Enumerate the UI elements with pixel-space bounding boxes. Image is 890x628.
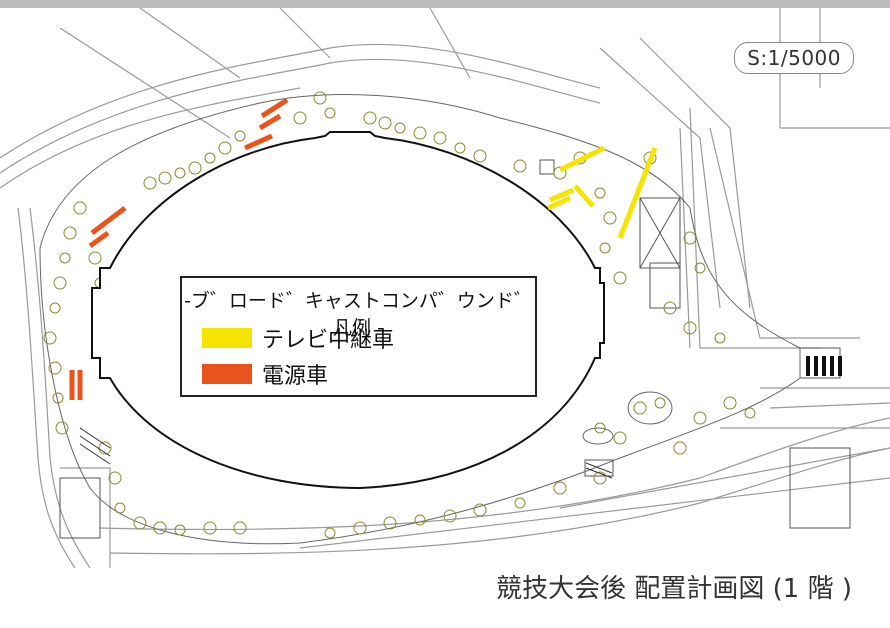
stair-hatch	[79, 427, 613, 479]
road-lines	[0, 8, 890, 568]
top-bar	[0, 0, 890, 8]
plan-caption: 競技大会後 配置計画図 (1 階 )	[496, 574, 852, 604]
legend-swatch-orange	[202, 364, 252, 384]
trees	[43, 91, 756, 539]
legend-item-label: テレビ中継車	[262, 328, 395, 353]
site-boundary	[39, 94, 801, 545]
legend-item-tv-relay: テレビ中継車	[202, 322, 394, 354]
tv-relay-vehicle-markers	[546, 145, 658, 239]
legend-swatch-yellow	[202, 328, 252, 348]
power-vehicle-markers	[69, 97, 289, 400]
legend-box: -ブ゛ロード゛キャストコンパ゛ウンド゛凡例 - テレビ中継車 電源車	[180, 276, 537, 397]
legend-title: -ブ゛ロード゛キャストコンパ゛ウンド゛凡例 -	[184, 290, 533, 339]
legend-item-label: 電源車	[262, 364, 329, 389]
planting-beds	[582, 391, 673, 445]
legend-item-power: 電源車	[202, 358, 328, 390]
scale-label: S:1/5000	[734, 42, 854, 74]
crosswalk	[806, 356, 842, 376]
